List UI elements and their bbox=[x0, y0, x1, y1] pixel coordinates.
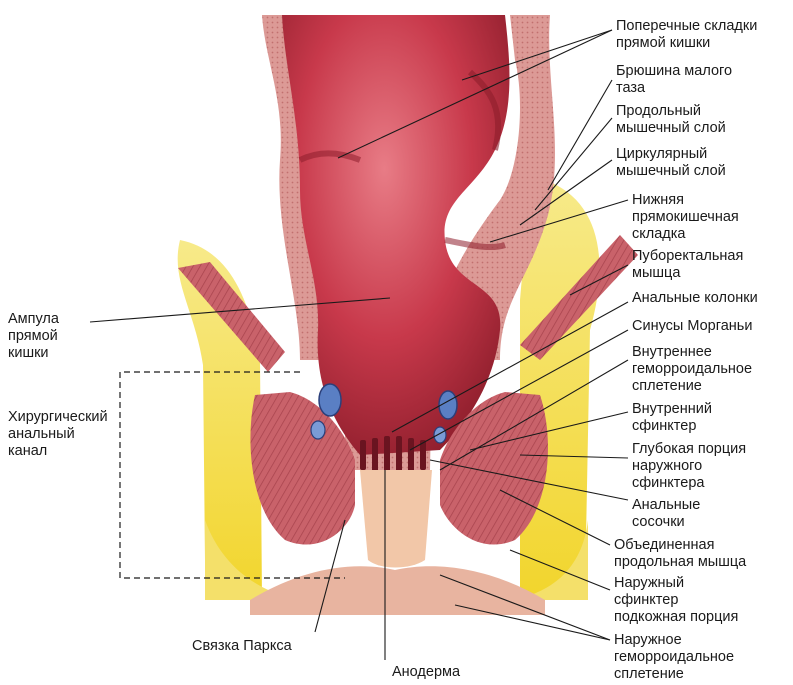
label-internal-sphincter: Внутренний сфинктер bbox=[632, 401, 712, 435]
label-conjoined-longitudinal: Объединенная продольная мышца bbox=[614, 537, 746, 571]
label-surgical-canal: Хирургический анальный канал bbox=[8, 409, 108, 460]
label-anal-columns: Анальные колонки bbox=[632, 290, 758, 307]
label-parks-ligament: Связка Паркса bbox=[192, 638, 292, 655]
label-puborectalis: Пуборектальная мышца bbox=[632, 248, 743, 282]
label-anoderm: Анодерма bbox=[392, 664, 460, 681]
label-deep-external-sphincter: Глубокая порция наружного сфинктера bbox=[632, 441, 746, 492]
skin-bottom bbox=[250, 566, 545, 620]
label-external-subcutaneous: Наружный сфинктер подкожная порция bbox=[614, 575, 738, 626]
label-transverse-folds: Поперечные складки прямой кишки bbox=[616, 18, 757, 52]
label-morgagni-sinuses: Синусы Морганьи bbox=[632, 318, 752, 335]
label-external-plexus: Наружное геморроидальное сплетение bbox=[614, 632, 734, 683]
label-longitudinal-muscle: Продольный мышечный слой bbox=[616, 103, 726, 137]
label-anal-papillae: Анальные сосочки bbox=[632, 497, 700, 531]
label-internal-plexus: Внутреннее геморроидальное сплетение bbox=[632, 344, 752, 395]
label-ampulla: Ампула прямой кишки bbox=[8, 311, 59, 362]
label-pelvic-peritoneum: Брюшина малого таза bbox=[616, 63, 732, 97]
label-circular-muscle: Циркулярный мышечный слой bbox=[616, 146, 726, 180]
label-lower-rectal-fold: Нижняя прямокишечная складка bbox=[632, 192, 739, 243]
anoderm-canal bbox=[360, 470, 432, 568]
